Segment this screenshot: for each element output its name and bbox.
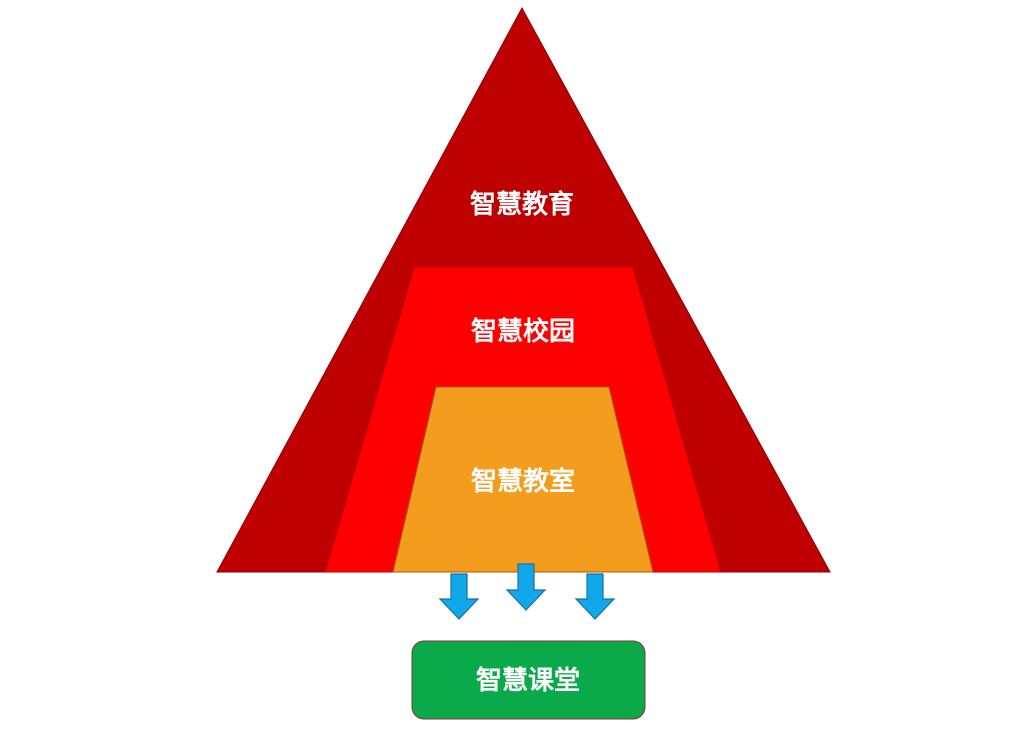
- layer-outer-label: 智慧教育: [470, 189, 574, 220]
- down-arrow-center-icon: [505, 563, 547, 611]
- down-arrow-right-icon: [574, 573, 616, 620]
- result-box: [411, 640, 646, 720]
- result-box-label: 智慧课堂: [476, 666, 580, 696]
- layer-inner-trapezoid: [392, 386, 654, 573]
- down-arrow-left-icon: [438, 573, 480, 620]
- layer-middle-label: 智慧校园: [471, 316, 575, 347]
- layer-inner-label: 智慧教室: [471, 466, 575, 497]
